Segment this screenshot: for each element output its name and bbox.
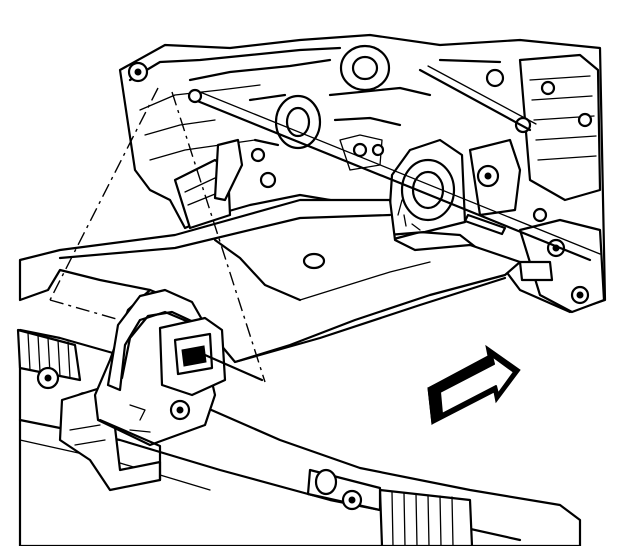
alignment-rods xyxy=(187,58,601,262)
detail-callout-lines xyxy=(49,87,266,383)
steering-boot-right xyxy=(378,488,474,546)
transmission-mount xyxy=(93,288,264,482)
front-of-vehicle-arrow xyxy=(427,344,521,426)
steering-boot-left xyxy=(16,328,82,382)
crossmember xyxy=(18,198,522,364)
engine-bolts xyxy=(463,207,548,236)
